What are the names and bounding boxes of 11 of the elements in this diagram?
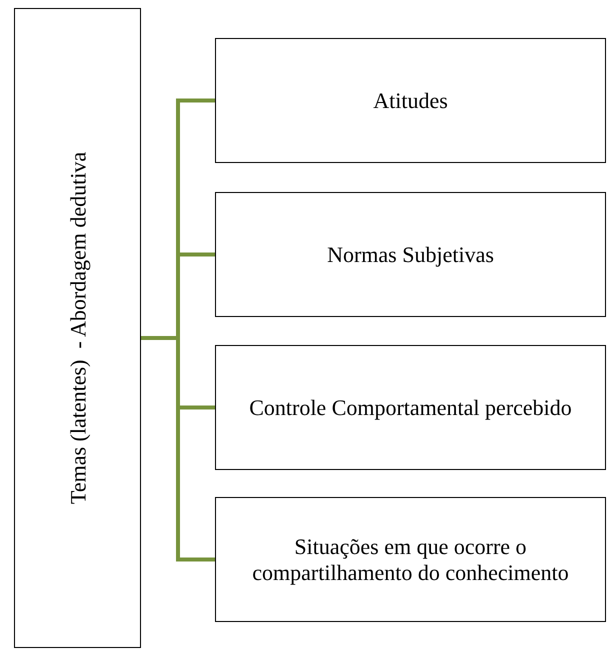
theme-box <box>215 192 606 317</box>
node-label: Normas Subjetivas <box>326 242 495 268</box>
category-box <box>14 8 141 648</box>
theme-box <box>215 345 606 470</box>
connector-line <box>141 336 215 562</box>
node-label: Controle Comportamental percebido <box>248 394 573 420</box>
node-label: Temas (latentes) - Abordagem dedutiva <box>64 152 90 504</box>
node-label: Situações em que ocorre o compartilhamento do conhecimento <box>251 534 570 585</box>
node-label: Atitudes <box>372 88 449 114</box>
theme-box <box>215 497 606 622</box>
theme-box <box>215 38 606 163</box>
